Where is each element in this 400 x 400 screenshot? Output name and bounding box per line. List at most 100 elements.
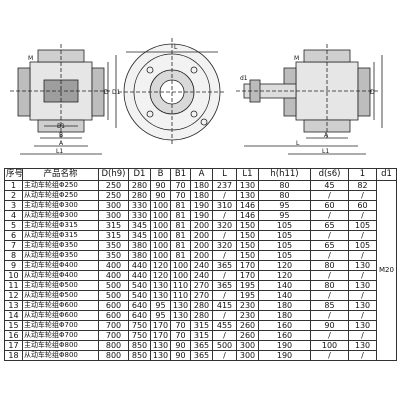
table-cell: / (212, 210, 237, 221)
table-cell: 18 (4, 350, 23, 361)
table-cell: 280 (190, 310, 213, 321)
header-cell: d1 (376, 168, 397, 181)
table-cell: 9 (4, 260, 23, 271)
table-cell: 365 (190, 340, 213, 351)
table-cell: 170 (150, 320, 171, 331)
table-cell: 4 (4, 210, 23, 221)
table-cell: 105 (348, 240, 377, 251)
table-cell: 81 (170, 230, 191, 241)
table-cell: 146 (236, 210, 259, 221)
table-cell: 600 (98, 310, 129, 321)
left-label-L1: L1 (56, 148, 63, 155)
table-cell: 365 (190, 350, 213, 361)
table-cell: 280 (190, 300, 213, 311)
table-cell: / (310, 350, 349, 361)
table-cell: / (212, 290, 237, 301)
table-cell: 540 (128, 290, 151, 301)
product-name-cell: 主动车轮组Φ500 (22, 280, 99, 291)
table-cell: 750 (128, 320, 151, 331)
table-cell: 95 (150, 300, 171, 311)
table-cell: 415 (212, 300, 237, 311)
table-cell: 150 (236, 230, 259, 241)
table-cell: 130 (236, 190, 259, 201)
table-cell: 70 (170, 180, 191, 191)
table-cell: 130 (170, 300, 191, 311)
table-cell: 315 (98, 220, 129, 231)
table-cell: 180 (190, 190, 213, 201)
left-label-B1: B1 (57, 123, 65, 130)
table-cell: 160 (258, 320, 311, 331)
table-cell: / (212, 310, 237, 321)
table-cell: / (348, 210, 377, 221)
table-cell: / (348, 190, 377, 201)
table-cell: 105 (258, 230, 311, 241)
table-cell: / (310, 230, 349, 241)
table-cell: 2 (4, 190, 23, 201)
table-cell: 90 (150, 180, 171, 191)
product-name-cell: 主动车轮组Φ400 (22, 260, 99, 271)
table-cell: 190 (190, 210, 213, 221)
table-cell: 7 (4, 240, 23, 251)
table-cell: 365 (212, 260, 237, 271)
header-cell: L (212, 168, 237, 181)
header-cell: B1 (170, 168, 191, 181)
table-cell: 130 (348, 300, 377, 311)
table-cell: 230 (236, 310, 259, 321)
table-cell: 95 (258, 210, 311, 221)
table-cell: 440 (128, 260, 151, 271)
table-cell: 150 (236, 220, 259, 231)
table-cell: 280 (128, 190, 151, 201)
table-cell: 230 (236, 300, 259, 311)
left-label-A: A (59, 140, 64, 147)
table-cell: 315 (190, 330, 213, 341)
table-cell: 500 (212, 340, 237, 351)
table-cell: 105 (258, 220, 311, 231)
table-cell: / (212, 330, 237, 341)
product-name-cell: 主动车轮组Φ315 (22, 220, 99, 231)
table-cell: 80 (258, 190, 311, 201)
left-label-D1: D1 (112, 89, 121, 96)
table-cell: 90 (170, 340, 191, 351)
product-name-cell: 从动车轮组Φ300 (22, 210, 99, 221)
product-name-cell: 从动车轮组Φ700 (22, 330, 99, 341)
table-cell: 95 (150, 310, 171, 321)
table-cell: 1 (4, 180, 23, 191)
table-cell: 90 (150, 190, 171, 201)
table-cell: 195 (236, 290, 259, 301)
table-cell: 90 (310, 320, 349, 331)
middle-label-L: L (174, 44, 178, 51)
table-cell: 315 (98, 230, 129, 241)
table-header-row: 序号 产品名称 D(h9) D1 B B1 A L L1 h(h11) d(s6… (4, 168, 397, 181)
table-cell: 190 (190, 200, 213, 211)
table-cell: / (212, 230, 237, 241)
header-cell: A (190, 168, 213, 181)
product-name-cell: 主动车轮组Φ350 (22, 240, 99, 251)
table-cell: 95 (258, 200, 311, 211)
table-cell: / (348, 310, 377, 321)
table-cell: 12 (4, 290, 23, 301)
table-cell: 120 (150, 270, 171, 281)
table-cell: 300 (98, 210, 129, 221)
table-cell: 345 (128, 230, 151, 241)
table-cell: 81 (170, 250, 191, 261)
table-cell: 330 (128, 200, 151, 211)
header-cell: d(s6) (310, 168, 349, 181)
table-cell: 60 (348, 200, 377, 211)
table-cell: 60 (310, 200, 349, 211)
table-cell: 320 (212, 240, 237, 251)
left-label-M: M (28, 55, 33, 62)
table-cell: 110 (170, 290, 191, 301)
table-cell: 170 (236, 260, 259, 271)
table-cell: 45 (310, 180, 349, 191)
table-cell: 350 (98, 240, 129, 251)
table-cell: 8 (4, 250, 23, 261)
